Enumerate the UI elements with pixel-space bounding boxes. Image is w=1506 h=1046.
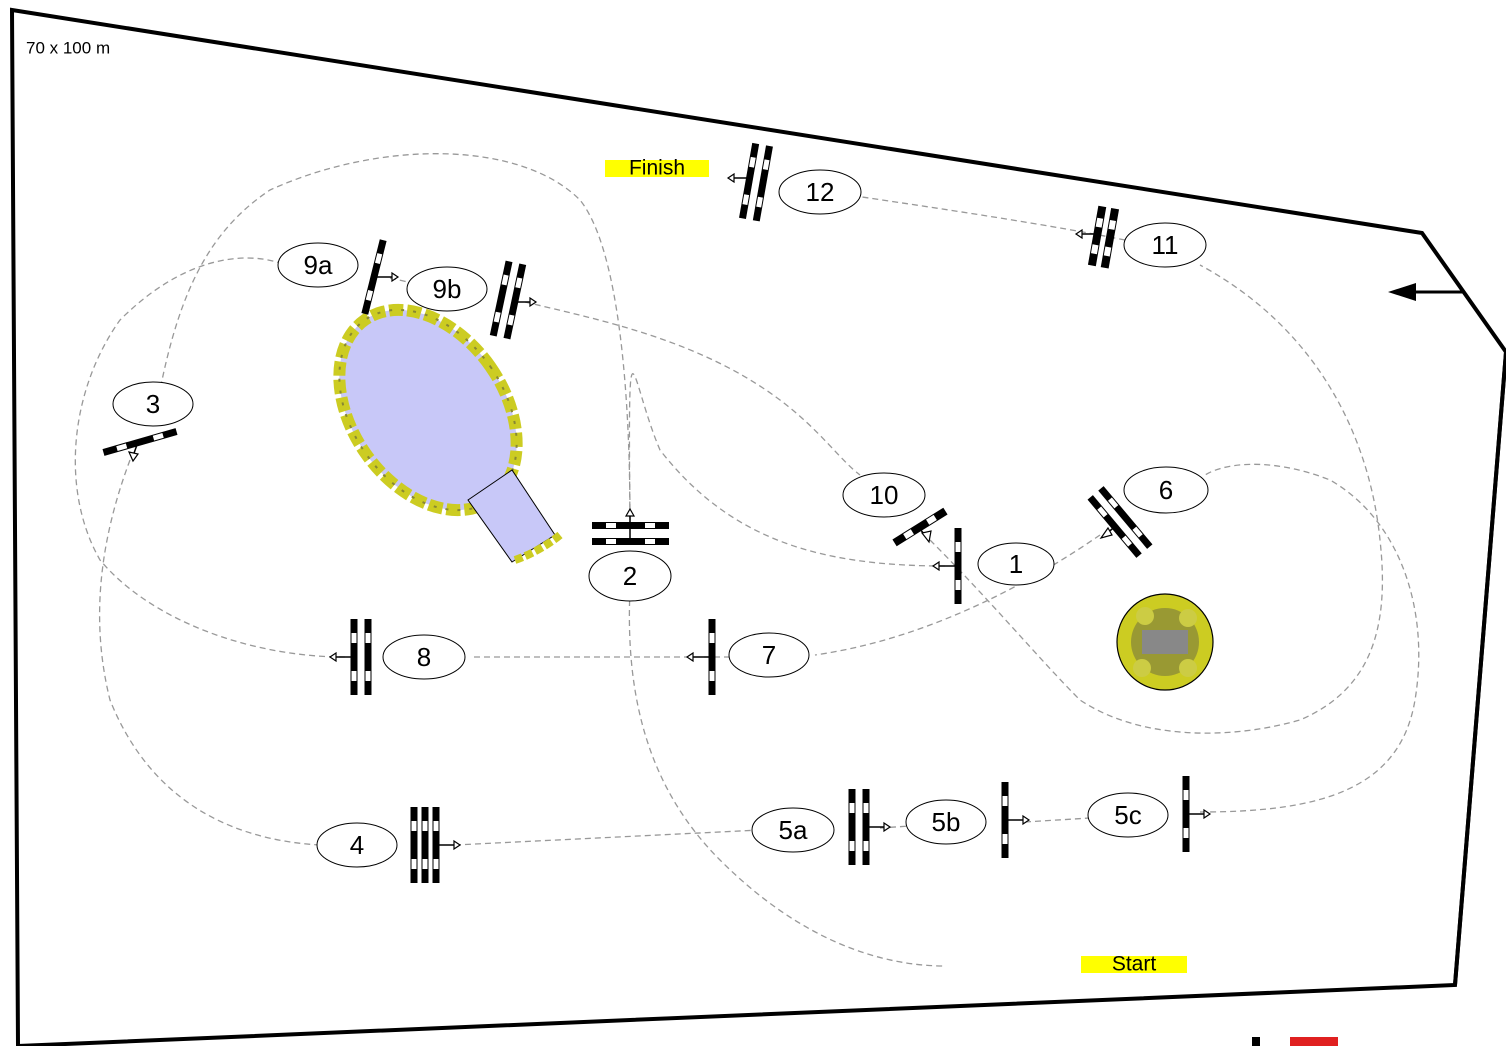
svg-text:5c: 5c: [1114, 800, 1141, 830]
svg-text:Start: Start: [1112, 953, 1157, 976]
svg-text:4: 4: [350, 830, 364, 860]
arena-boundary: [9, 7, 1506, 1046]
obstacle-9b: 9b: [406, 260, 537, 340]
arena-size-label: 70 x 100 m: [26, 39, 110, 58]
obstacle-1: 1: [932, 528, 1055, 604]
svg-text:11: 11: [1152, 230, 1179, 260]
obstacle-5a: 5a: [751, 789, 891, 865]
shrub-island: [1116, 593, 1214, 691]
obstacle-7: 7: [686, 619, 810, 695]
obstacle-4: 4: [316, 807, 461, 883]
svg-text:6: 6: [1159, 475, 1173, 505]
svg-text:9b: 9b: [433, 274, 462, 304]
finish-tag: Finish: [605, 157, 709, 180]
svg-text:12: 12: [806, 177, 835, 207]
svg-text:3: 3: [146, 389, 160, 419]
obstacle-11: 11: [1075, 205, 1207, 269]
obstacle-9a: 9a: [277, 239, 399, 315]
start-tag: Start: [1081, 953, 1187, 976]
obstacle-5b: 5b: [905, 782, 1030, 858]
svg-text:10: 10: [870, 480, 899, 510]
obstacle-5c: 5c: [1087, 776, 1211, 852]
svg-text:8: 8: [417, 642, 431, 672]
obstacle-3: 3: [102, 381, 194, 463]
route-path: [74, 153, 1420, 967]
svg-text:7: 7: [762, 640, 776, 670]
water-pond: [333, 303, 563, 564]
svg-text:Finish: Finish: [629, 157, 685, 180]
logo-fragment: [1252, 1037, 1338, 1046]
obstacle-8: 8: [329, 619, 466, 695]
obstacle-6: 6: [1087, 466, 1209, 558]
svg-text:1: 1: [1009, 549, 1023, 579]
svg-text:5a: 5a: [779, 815, 808, 845]
svg-text:2: 2: [623, 561, 637, 591]
svg-text:5b: 5b: [932, 807, 961, 837]
entrance-arrow-icon: [1388, 283, 1465, 301]
obstacle-10: 10: [842, 472, 948, 547]
obstacle-2: 2: [588, 507, 672, 602]
svg-text:9a: 9a: [304, 250, 333, 280]
obstacle-12: 12: [727, 142, 862, 222]
